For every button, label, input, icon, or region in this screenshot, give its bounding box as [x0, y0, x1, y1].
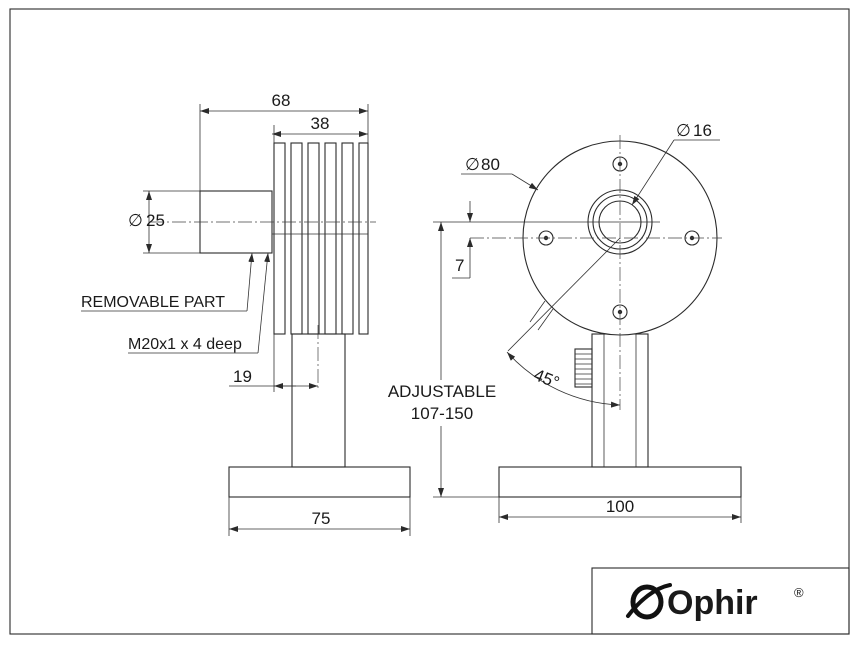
- side-base: [228, 466, 411, 498]
- angle-45: 45°: [531, 365, 562, 392]
- dim-7: 7: [455, 256, 464, 275]
- dim-dia-25: 25: [146, 211, 165, 230]
- logo-name: Ophir: [667, 584, 758, 622]
- dia80-symbol: ∅: [465, 155, 480, 174]
- adjust-knob: [574, 348, 593, 388]
- note-adjustable: ADJUSTABLE: [388, 382, 496, 401]
- dim-100: 100: [606, 497, 634, 516]
- side-view: 68 38 ∅ 25 REMOVABLE PART M20x1 x 4 deep…: [81, 91, 411, 536]
- dim-68: 68: [272, 91, 291, 110]
- note-thread: M20x1 x 4 deep: [128, 336, 242, 353]
- side-post: [291, 333, 346, 468]
- note-adjustable-range: 107-150: [411, 404, 473, 423]
- front-view: 45° ∅ 80 ∅ 16 7 ADJUSTABLE 107-150 100: [372, 121, 742, 523]
- ophir-swoosh-icon: [626, 583, 672, 620]
- dim-75: 75: [312, 509, 331, 528]
- logo-box: Ophir ®: [591, 567, 850, 635]
- dim-dia-80: 80: [481, 155, 500, 174]
- note-removable-part: REMOVABLE PART: [81, 294, 225, 311]
- dim-19: 19: [233, 367, 252, 386]
- dia16-symbol: ∅: [676, 121, 691, 140]
- front-base: [498, 466, 742, 498]
- dia-symbol: ∅: [128, 211, 143, 230]
- logo-registered-mark: ®: [794, 585, 804, 600]
- dim-dia-16: 16: [693, 121, 712, 140]
- drawing-border: [9, 8, 850, 635]
- dim-38: 38: [311, 114, 330, 133]
- heat-sink-fins: [272, 142, 369, 335]
